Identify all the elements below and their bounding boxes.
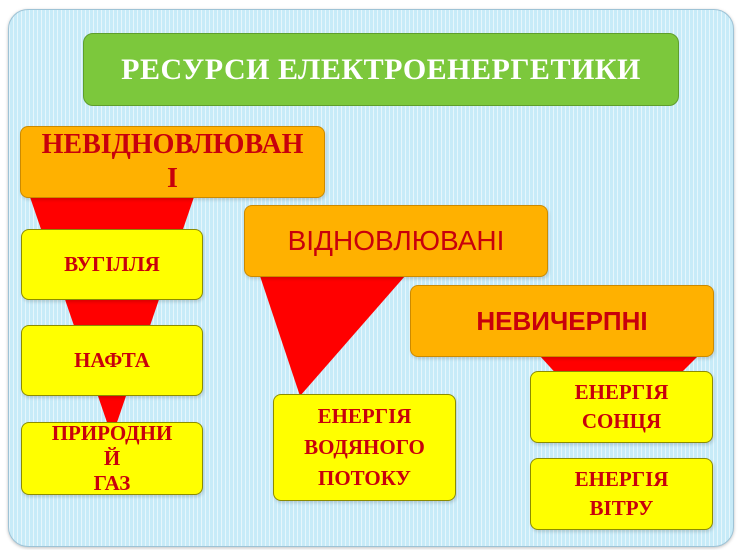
resource-natural-gas-label: ПРИРОДНИ Й ГАЗ [51,422,173,495]
resource-water-energy-label: ЕНЕРГІЯ ВОДЯНОГО ПОТОКУ [304,404,425,490]
category-inexhaustible-label: НЕВИЧЕРПНІ [476,305,648,336]
resource-wind-energy-label: ЕНЕРГІЯ ВІТРУ [574,467,669,520]
resource-oil: НАФТА [21,325,203,396]
category-inexhaustible: НЕВИЧЕРПНІ [410,285,714,357]
category-renewable: ВІДНОВЛЮВАНІ [244,205,548,277]
resource-solar-energy-label: ЕНЕРГІЯ СОНЦЯ [574,380,669,433]
category-renewable-label: ВІДНОВЛЮВАНІ [287,225,505,256]
title-text: РЕСУРСИ ЕЛЕКТРОЕНЕРГЕТИКИ [121,52,641,86]
resource-solar-energy: ЕНЕРГІЯ СОНЦЯ [530,371,713,443]
page-title: РЕСУРСИ ЕЛЕКТРОЕНЕРГЕТИКИ [83,33,679,106]
category-nonrenewable-label: НЕВІДНОВЛЮВАН І [41,129,304,194]
resource-natural-gas: ПРИРОДНИ Й ГАЗ [21,422,203,495]
funnel-renewable [260,276,405,396]
resource-water-energy: ЕНЕРГІЯ ВОДЯНОГО ПОТОКУ [273,394,456,501]
category-nonrenewable: НЕВІДНОВЛЮВАН І [20,126,325,198]
resource-wind-energy: ЕНЕРГІЯ ВІТРУ [530,458,713,530]
resource-coal-label: ВУГІЛЛЯ [64,252,160,276]
resource-coal: ВУГІЛЛЯ [21,229,203,300]
resource-oil-label: НАФТА [74,348,150,372]
